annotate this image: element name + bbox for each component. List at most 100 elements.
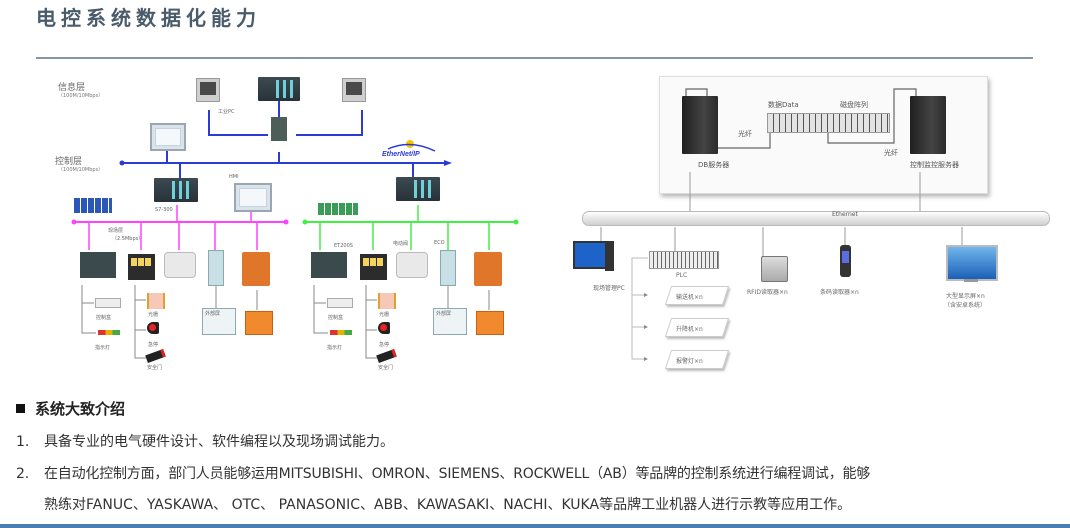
hmi-label: HMI <box>229 174 239 180</box>
site-pc-icon <box>573 241 607 269</box>
plc-label: PLC <box>676 272 688 279</box>
robot-icon <box>474 252 502 286</box>
info-layer-label: 信息层 <box>58 83 86 93</box>
io-module-icon <box>128 254 155 280</box>
ethernet-ip-logo-icon: EtherNet/IP <box>382 140 436 158</box>
intro-item-2-continued: 熟练对FANUC、YASKAWA、 OTC、 PANASONIC、ABB、KAW… <box>44 497 852 513</box>
pc-tower-icon <box>605 241 614 271</box>
item-number: 1. <box>16 434 30 450</box>
page-title: 电控系统数据化能力 <box>36 6 261 30</box>
indicator-label: 指示灯 <box>95 345 111 351</box>
svg-text:EtherNet/IP: EtherNet/IP <box>382 151 420 158</box>
intro-item-2: 2. 在自动化控制方面，部门人员能够运用MITSUBISHI、OMRON、SIEM… <box>16 463 870 483</box>
pc-icon <box>342 78 366 102</box>
output-label: 升降机×n <box>676 326 703 333</box>
estop-label: 急停 <box>379 342 390 348</box>
title-divider <box>36 57 1033 59</box>
light-curtain-label: 光栅 <box>379 312 390 318</box>
switch-icon <box>271 117 287 141</box>
control-server-icon <box>910 96 946 154</box>
rfid-label: RFID读取器×n <box>747 289 788 296</box>
bottom-divider <box>0 524 1070 528</box>
robot-controller-icon <box>245 311 273 335</box>
operation-box-label: 控制盒 <box>328 315 344 321</box>
item-text: 在自动化控制方面，部门人员能够运用MITSUBISHI、OMRON、SIEMEN… <box>44 466 871 482</box>
motor-valve-label: 电动阀 <box>393 241 409 247</box>
indicator-light-icon <box>330 330 352 335</box>
intro-heading: 系统大致介绍 <box>16 398 125 419</box>
ethernet-label: Ethernet <box>832 211 858 218</box>
io-module-icon <box>311 252 347 278</box>
profinet-logo-icon <box>318 203 358 215</box>
robot-controller-icon <box>476 311 504 335</box>
bus-arrow <box>444 160 452 166</box>
bus-end-dot <box>119 160 125 166</box>
estop-icon <box>147 322 159 334</box>
servo-motor-icon <box>396 252 428 278</box>
hmi-icon <box>150 123 186 151</box>
display-note: （含安卓系统） <box>944 302 987 309</box>
rfid-reader-icon <box>761 256 788 282</box>
indicator-light-icon <box>98 330 120 335</box>
light-curtain-label: 光栅 <box>148 312 159 318</box>
fiber-label-2: 光纤 <box>884 149 898 157</box>
disk-array-icon <box>767 113 890 133</box>
industrial-pc-label: 工业PC <box>218 109 235 115</box>
large-display-icon <box>946 245 998 281</box>
hmi-panel-icon <box>234 183 272 212</box>
operation-box-icon <box>327 298 353 308</box>
valve-terminal-icon <box>208 250 224 286</box>
output-label: 报警灯×n <box>676 358 703 365</box>
et200s-label: ET200S <box>334 243 353 249</box>
operation-box-icon <box>95 298 121 308</box>
intro-item-1: 1. 具备专业的电气硬件设计、软件编程以及现场调试能力。 <box>16 431 394 451</box>
eco-label: ECO <box>434 240 445 246</box>
estop-icon <box>378 322 390 334</box>
scanner-label: 条码读取器×n <box>820 289 859 296</box>
info-bus-line <box>296 110 363 136</box>
data-label: 数据Data <box>768 101 799 109</box>
control-layer-speed: （100M/10Mbps） <box>58 167 104 173</box>
display-panel-icon: 外部屏 <box>433 308 467 335</box>
control-server-label: 控制监控服务器 <box>910 161 959 169</box>
valve-terminal-icon <box>440 250 456 286</box>
info-layer-speed: （100M/10Mbps） <box>58 93 104 99</box>
s7-300-icon <box>154 178 198 202</box>
servo-motor-icon <box>164 252 196 278</box>
display-stand-icon <box>964 279 978 282</box>
field-layer-label: 现场层 <box>108 228 124 234</box>
s7-300-label: S7-300 <box>155 207 173 213</box>
site-pc-label: 现场管理PC <box>593 285 625 292</box>
display-label: 大型显示屏×n <box>946 293 985 300</box>
light-curtain-icon <box>147 293 165 309</box>
robot-icon <box>242 252 270 286</box>
indicator-label: 指示灯 <box>327 345 343 351</box>
square-bullet-icon <box>16 404 25 413</box>
io-module-icon <box>80 252 116 278</box>
io-module-icon <box>360 254 387 280</box>
plc-rack-icon <box>396 177 440 201</box>
item-number: 2. <box>16 466 29 482</box>
disk-array-label: 磁盘阵列 <box>840 101 868 109</box>
output-label: 输送机×n <box>676 294 703 301</box>
estop-label: 急停 <box>148 342 159 348</box>
operation-box-label: 控制盒 <box>96 315 112 321</box>
control-layer-label: 控制层 <box>55 157 83 167</box>
light-curtain-icon <box>378 293 396 309</box>
network-lines <box>71 100 519 359</box>
display-panel-icon: 外部屏 <box>202 308 236 335</box>
safety-door-label: 安全门 <box>147 365 163 371</box>
plc-icon <box>649 251 719 269</box>
industrial-pc-icon <box>196 78 220 102</box>
profibus-logo-icon <box>74 198 112 213</box>
intro-heading-text: 系统大致介绍 <box>35 400 126 418</box>
info-bus-line <box>208 110 268 136</box>
field-layer-speed: （2.5Mbps） <box>112 236 144 242</box>
db-server-label: DB服务器 <box>698 161 730 169</box>
barcode-scanner-icon <box>840 245 851 277</box>
item-text: 具备专业的电气硬件设计、软件编程以及现场调试能力。 <box>44 434 394 450</box>
plc-rack-icon <box>258 77 300 101</box>
fiber-label-1: 光纤 <box>738 130 752 138</box>
db-server-icon <box>682 96 718 154</box>
safety-door-label: 安全门 <box>378 365 394 371</box>
